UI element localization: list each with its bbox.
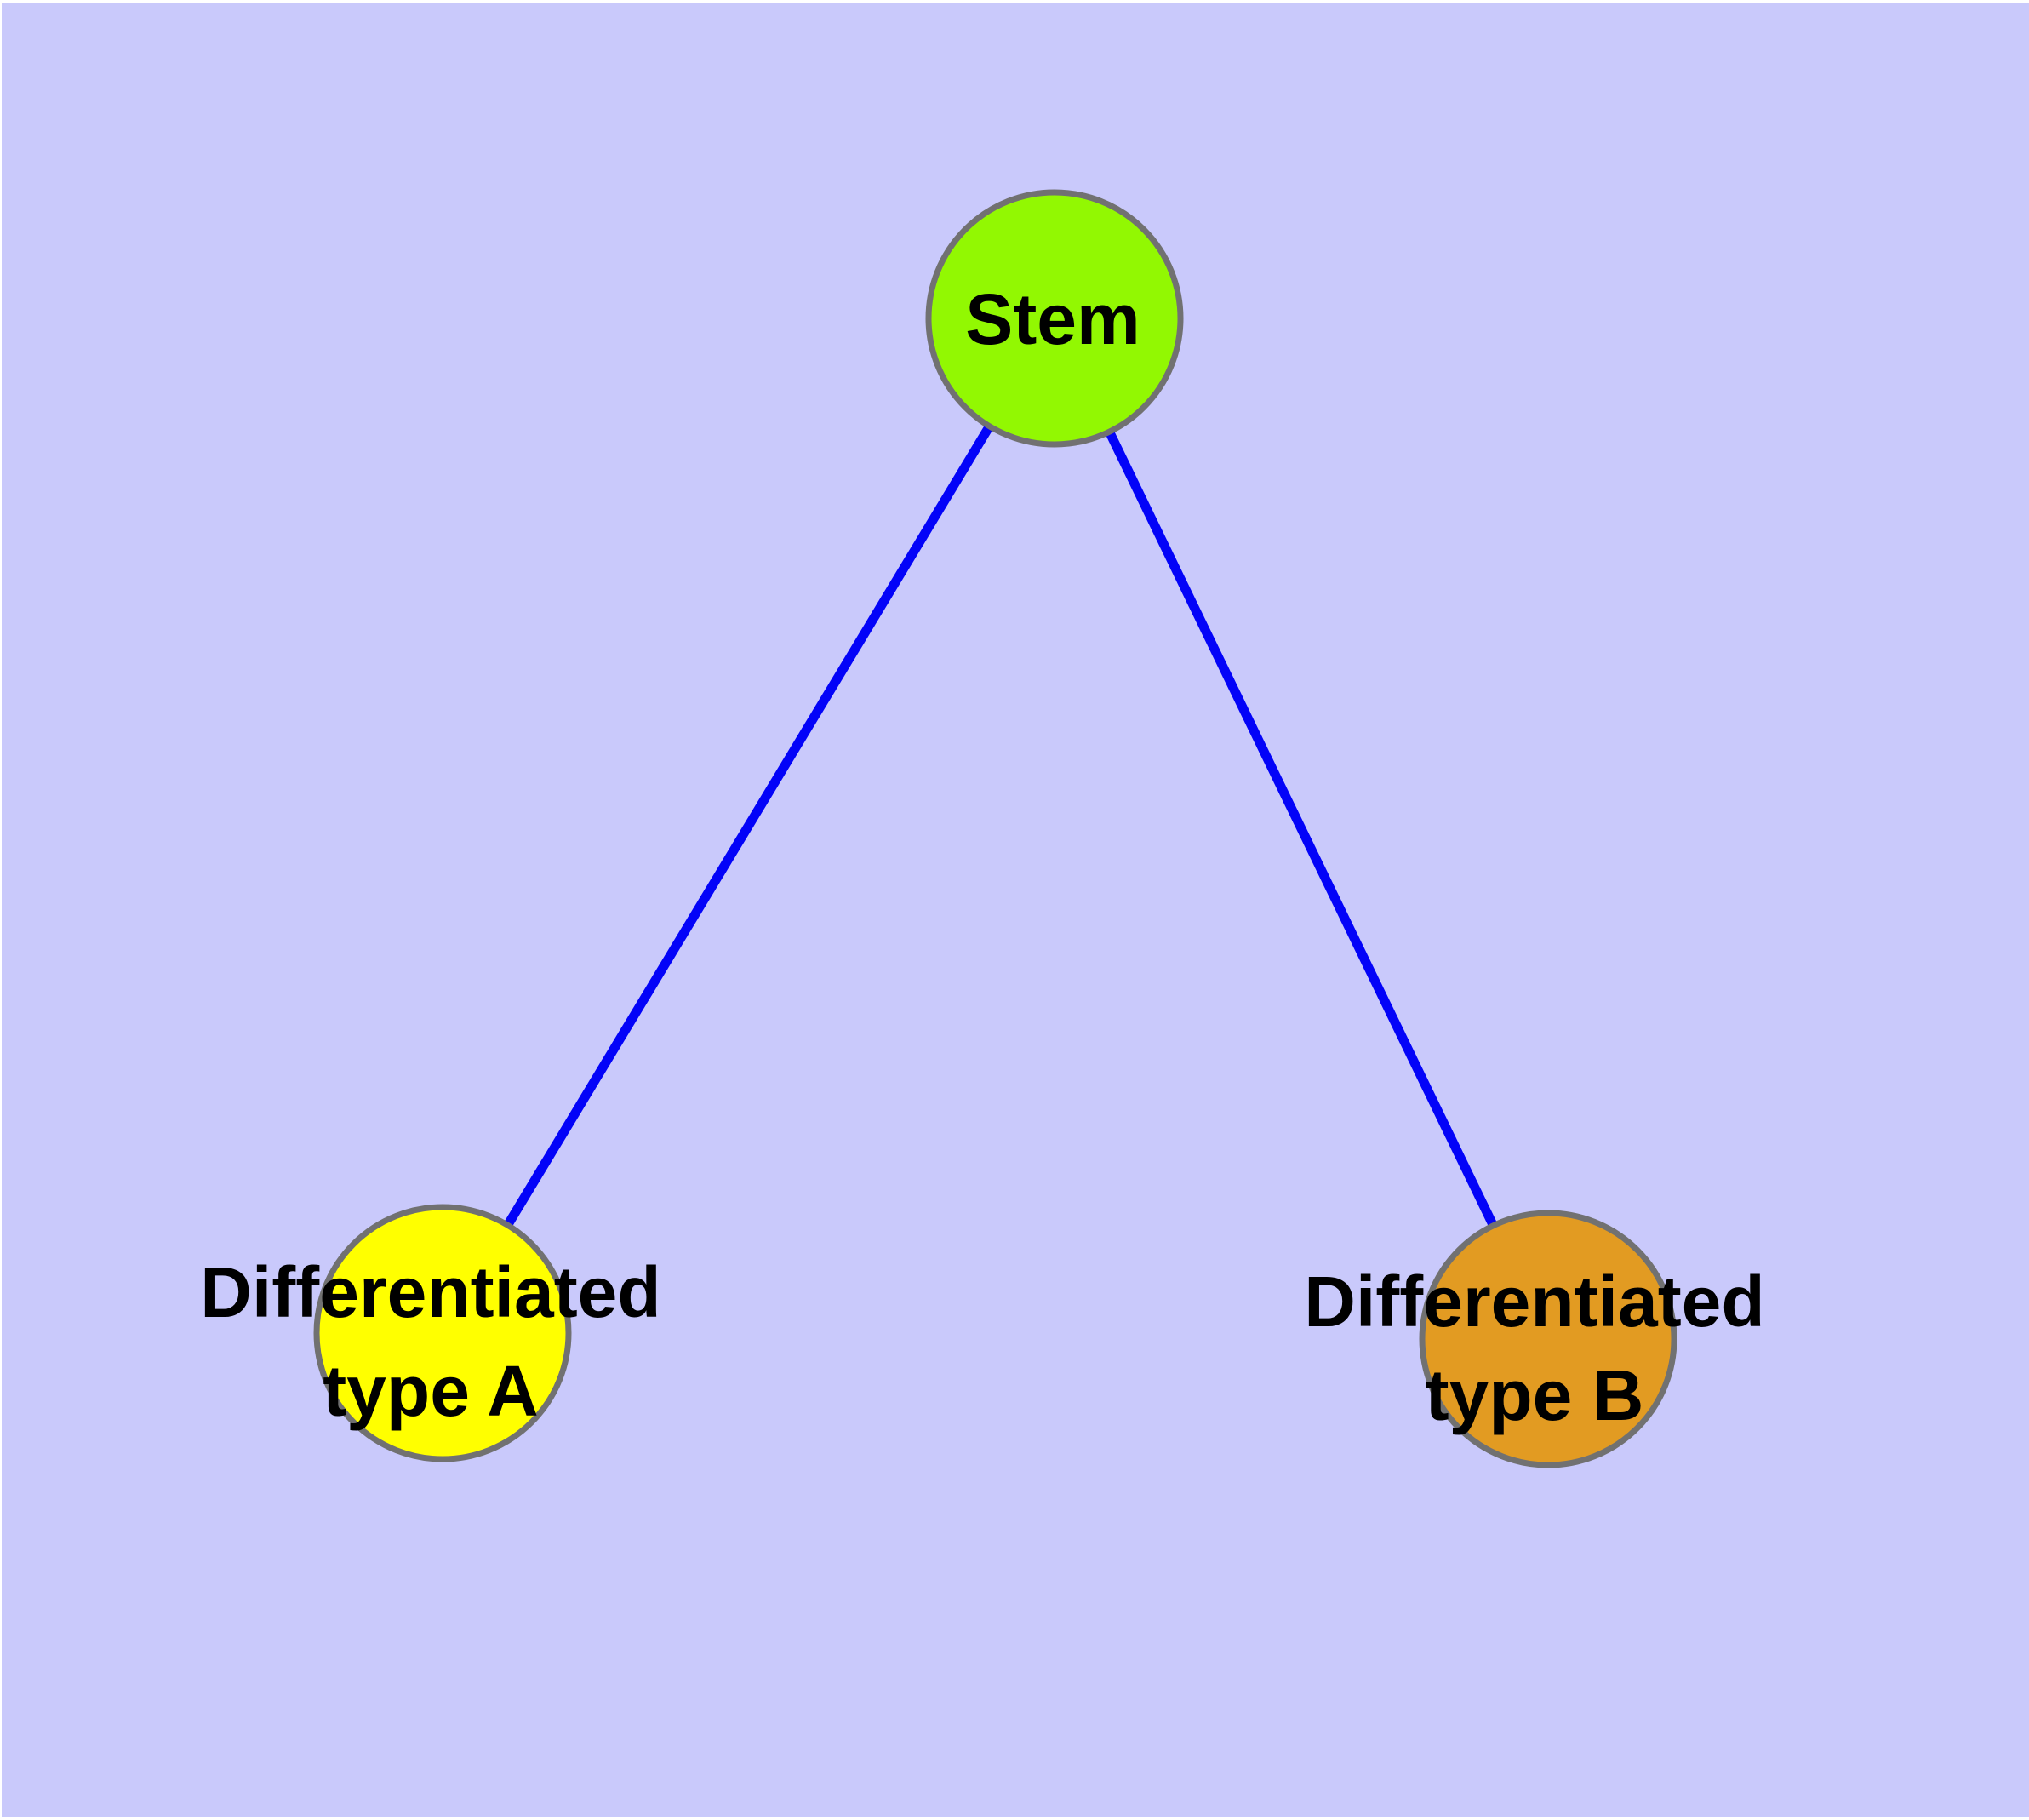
edge-stem-to-type-b	[1050, 316, 1552, 1342]
type-a-node-label-line2: type A	[323, 1351, 539, 1431]
node-differentiated-type-a: Differentiated type A	[200, 1204, 661, 1462]
edge-stem-to-type-a	[438, 316, 1059, 1336]
edges-layer	[438, 316, 1552, 1342]
type-b-node-label-line1: Differentiated	[1304, 1262, 1764, 1342]
type-a-node-circle	[313, 1204, 572, 1462]
node-differentiated-type-b: Differentiated type B	[1304, 1210, 1765, 1468]
node-stem: Stem	[925, 189, 1184, 448]
stem-node-label: Stem	[965, 279, 1140, 359]
stem-node-circle	[925, 189, 1184, 448]
type-b-node-label-line2: type B	[1426, 1355, 1644, 1435]
type-b-node-circle	[1419, 1210, 1677, 1468]
type-a-node-label-line1: Differentiated	[200, 1252, 660, 1332]
